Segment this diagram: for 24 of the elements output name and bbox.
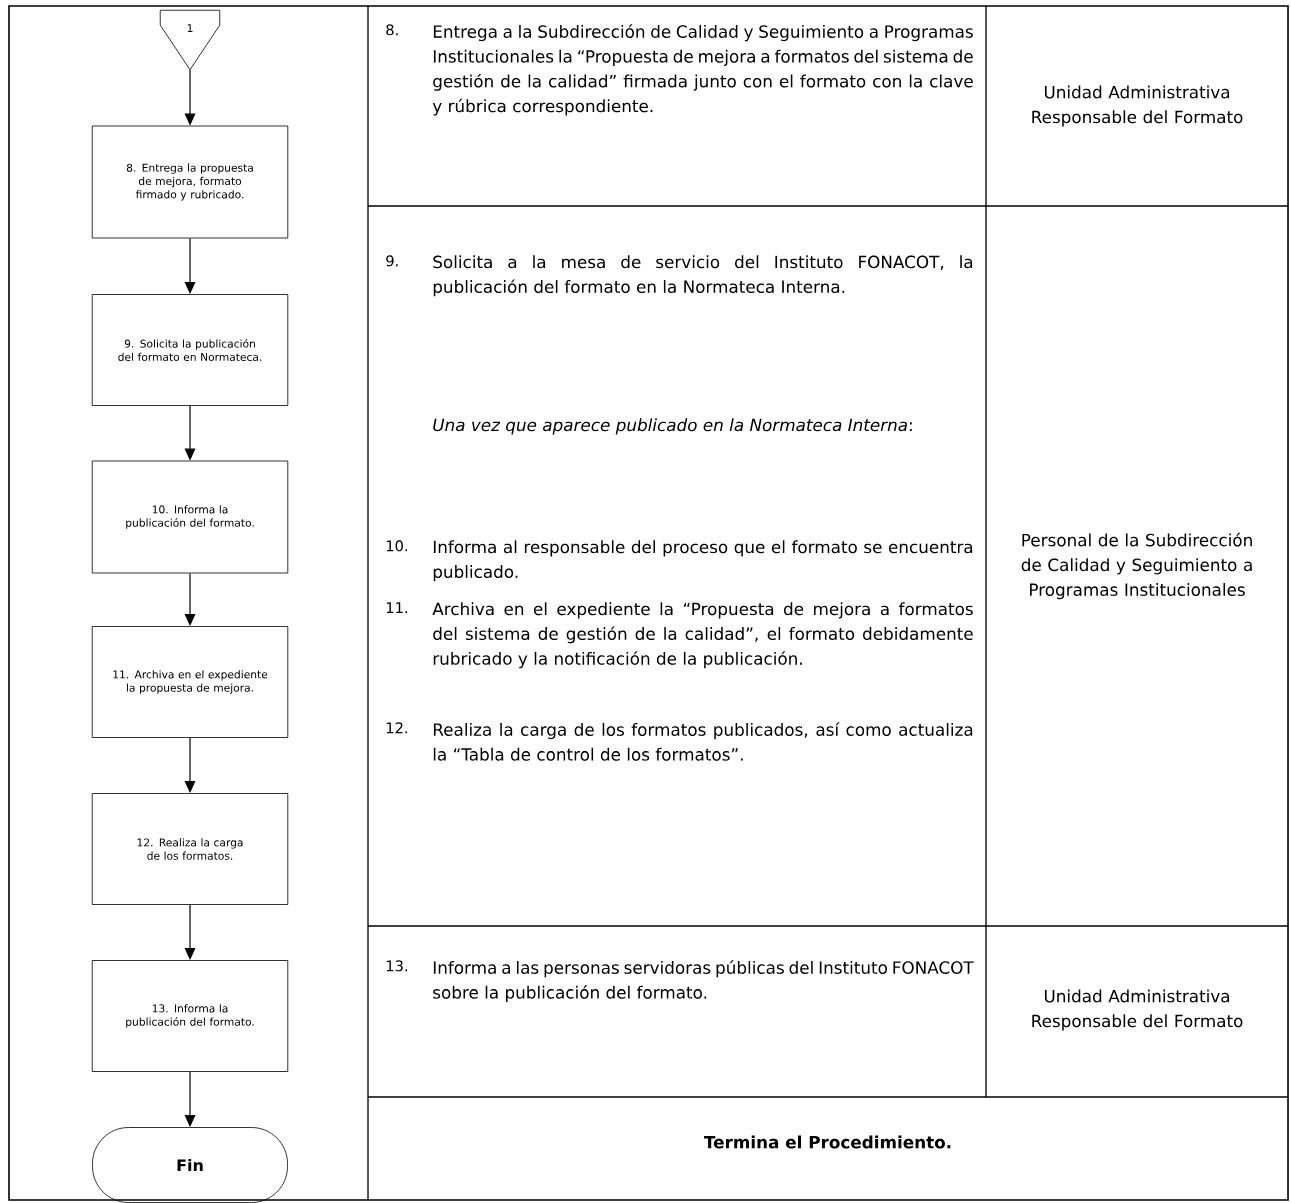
- step-number: 9.: [386, 255, 398, 267]
- process-box: 8. Entrega la propuesta de mejora, formato firmado y rubricado.: [91, 125, 289, 239]
- step-number: 12.: [386, 722, 407, 734]
- process-box: 9. Solicita la publicación del formato en Normateca.: [91, 294, 289, 406]
- step-description: Realiza la carga de los formatos publicados, así como actualiza la “Tabla de control de los formatos”.: [433, 722, 973, 761]
- step-number: 11.: [386, 602, 407, 613]
- step-description: Archiva en el expediente la “Propuesta de mejora a formatos del sistema de gestión de la calidad”, el formato debidamente rubricado y la notificación de la publicación.: [432, 602, 973, 669]
- end-text: Termina el Procedimiento.: [704, 1135, 951, 1149]
- responsible-text: Unidad Administrativa Responsable del Formato: [1032, 989, 1243, 1031]
- responsible-text: Unidad Administrativa Responsable del Formato: [1032, 85, 1243, 127]
- step-description: Informa a las personas servidoras públicas del Instituto FONACOT sobre la publicación del formato.: [433, 960, 974, 1002]
- process-box: 13. Informa la publicación del formato.: [91, 960, 289, 1072]
- process-box: 10. Informa la publicación del formato.: [91, 460, 289, 574]
- step-number: 8.: [386, 24, 398, 36]
- responsible-text: Personal de la Subdirección de Calidad y Seguimiento a Programas Institucionales: [1021, 532, 1252, 600]
- step-number: 13.: [386, 960, 407, 972]
- off-page-connector: 1: [159, 9, 221, 71]
- step-description: Entrega a la Subdirección de Calidad y Seguimiento a Programas Institucionales la “Propuesta de mejora a formatos del sistema de gestión de la calidad” firmada junto con el formato con la clave y rúbrica correspondiente.: [432, 24, 973, 116]
- step-description: Una vez que aparece publicado en la Normateca Interna:: [433, 418, 912, 435]
- step-number: 10.: [386, 540, 407, 552]
- step-description: Informa al responsable del proceso que el formato se encuentra publicado.: [433, 540, 973, 582]
- process-box: 11. Archiva en el expediente la propuesta de mejora.: [91, 626, 289, 738]
- process-box: 12. Realiza la carga de los formatos.: [91, 793, 289, 905]
- step-description: Solicita a la mesa de servicio del Instituto FONACOT, la publicación del formato en la Normateca Interna.: [433, 255, 973, 297]
